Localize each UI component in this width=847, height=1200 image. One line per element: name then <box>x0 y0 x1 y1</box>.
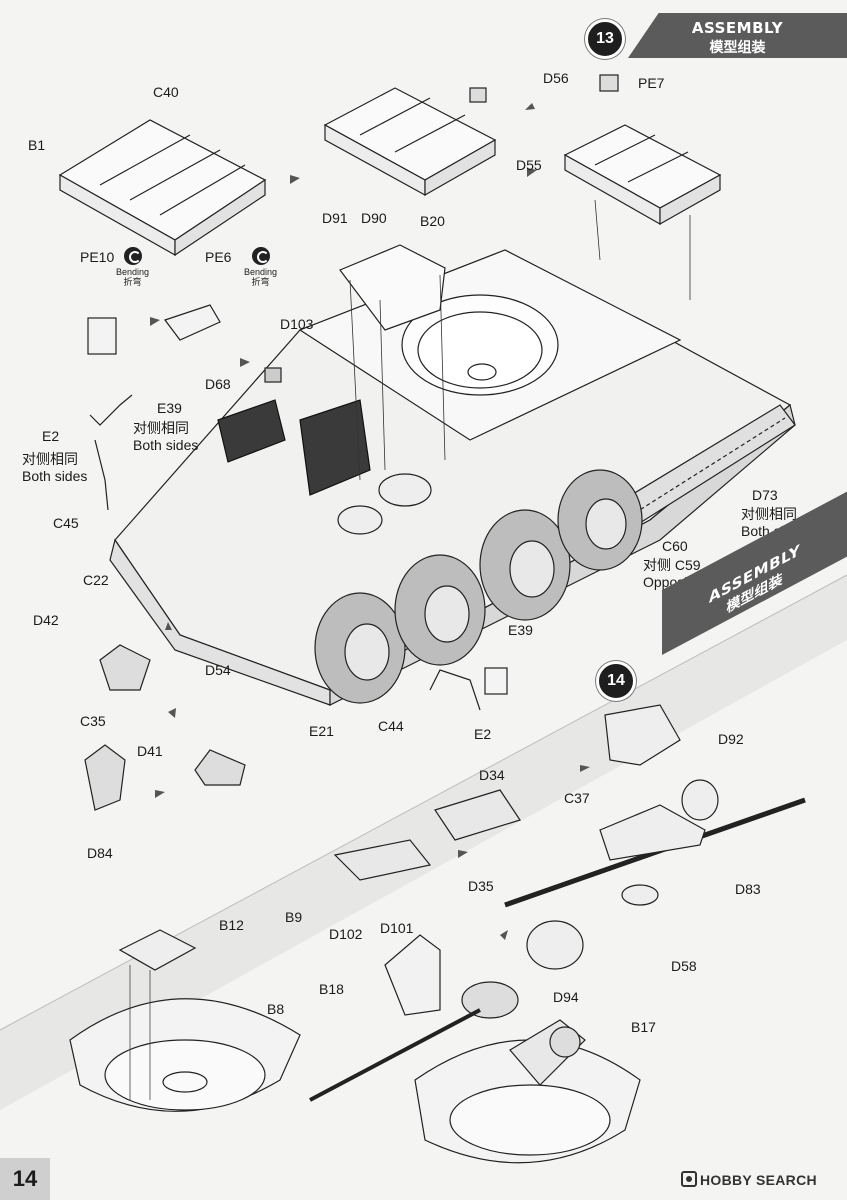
part-b18 <box>384 934 441 1016</box>
label-d91: D91 <box>322 210 348 226</box>
part-barrel-lower <box>309 1008 481 1102</box>
label-b18: B18 <box>319 981 344 997</box>
label-e2-lower: E2 <box>474 726 492 742</box>
watermark-text: HOBBY SEARCH <box>700 1172 817 1188</box>
bending-icon <box>251 247 270 265</box>
label-d90: D90 <box>361 210 387 226</box>
step13-banner-title: ASSEMBLY <box>691 19 784 37</box>
part-pe10 <box>87 317 117 355</box>
bending-label-cn: 折弯 <box>251 277 270 287</box>
part-d58 <box>621 884 659 906</box>
bending-icon <box>123 247 142 265</box>
label-b12: B12 <box>219 917 244 933</box>
step14-number: 14 <box>596 661 636 701</box>
part-d41 <box>194 749 246 786</box>
label-d55: D55 <box>516 157 542 173</box>
label-b8: B8 <box>267 1001 285 1017</box>
label-c40: C40 <box>153 84 179 100</box>
part-b17-turret <box>414 981 641 1164</box>
part-d92 <box>604 704 681 766</box>
label-d101: D101 <box>380 920 414 936</box>
hobbysearch-logo-icon <box>681 1171 697 1187</box>
label-b20: B20 <box>420 213 445 229</box>
label-d94: D94 <box>553 989 579 1005</box>
note-opposite-cn: 对侧 C59 <box>643 557 701 573</box>
step13-number: 13 <box>585 19 625 59</box>
label-c60: C60 <box>662 538 688 554</box>
label-d92: D92 <box>718 731 744 747</box>
label-d103: D103 <box>280 316 314 332</box>
label-pe6: PE6 <box>205 249 232 265</box>
label-c22: C22 <box>83 572 109 588</box>
note-both-sides-en: Both sides <box>133 437 199 453</box>
part-d68 <box>264 367 282 383</box>
part-d101-gun <box>333 839 432 881</box>
watermark: HOBBY SEARCH <box>681 1171 817 1188</box>
label-d58: D58 <box>671 958 697 974</box>
label-d34: D34 <box>479 767 505 783</box>
note-both-sides-e2: 对侧相同 Both sides <box>22 451 87 485</box>
part-tray-3 <box>563 74 722 226</box>
part-e39-lower <box>484 667 508 695</box>
label-d35: D35 <box>468 878 494 894</box>
label-pe10: PE10 <box>80 249 115 265</box>
bending-label: Bending <box>116 267 150 277</box>
part-d34 <box>434 789 521 841</box>
label-d68: D68 <box>205 376 231 392</box>
part-e2-handle <box>89 394 133 426</box>
label-e2: E2 <box>42 428 60 444</box>
label-c44: C44 <box>378 718 404 734</box>
part-b8-base <box>69 998 301 1112</box>
label-b9: B9 <box>285 909 303 925</box>
note-both-sides-e39: 对侧相同 Both sides <box>133 420 198 454</box>
bending-label-cn: 折弯 <box>123 277 142 287</box>
label-d84: D84 <box>87 845 113 861</box>
part-c40-tray <box>58 119 267 257</box>
label-d56: D56 <box>543 70 569 86</box>
part-gun-body <box>599 804 706 861</box>
label-c45: C45 <box>53 515 79 531</box>
label-d83: D83 <box>735 881 761 897</box>
note-both-sides-en: Both sides <box>22 468 88 484</box>
bending-note-pe6: Bending 折弯 <box>244 247 277 287</box>
part-c22 <box>99 644 151 691</box>
part-c44 <box>429 669 481 711</box>
label-d42: D42 <box>33 612 59 628</box>
step13-banner: ASSEMBLY 模型组装 <box>628 13 847 58</box>
part-c35 <box>84 744 126 811</box>
label-e21: E21 <box>309 723 334 739</box>
part-b20 <box>339 244 446 331</box>
part-c45-cable <box>94 439 109 511</box>
part-pe6 <box>164 304 221 341</box>
part-d94 <box>526 920 584 970</box>
label-d41: D41 <box>137 743 163 759</box>
bending-label: Bending <box>244 267 278 277</box>
label-pe7: PE7 <box>638 75 665 91</box>
part-tray-2 <box>323 87 497 197</box>
page-number: 14 <box>0 1158 50 1200</box>
note-both-sides-cn: 对侧相同 <box>22 451 78 467</box>
label-c35: C35 <box>80 713 106 729</box>
note-both-sides-cn: 对侧相同 <box>741 506 797 522</box>
label-d54: D54 <box>205 662 231 678</box>
step-divider-band <box>0 575 847 1110</box>
bending-note-pe10: Bending 折弯 <box>116 247 149 287</box>
step13-banner-subtitle: 模型组装 <box>709 40 766 56</box>
label-d73: D73 <box>752 487 778 503</box>
label-b17: B17 <box>631 1019 656 1035</box>
label-e39-lower: E39 <box>508 622 533 638</box>
note-both-sides-cn: 对侧相同 <box>133 420 189 436</box>
label-d102: D102 <box>329 926 363 942</box>
label-c37: C37 <box>564 790 590 806</box>
vehicle-wheels <box>314 469 643 704</box>
part-b12 <box>118 929 197 971</box>
label-b1: B1 <box>28 137 46 153</box>
label-e39: E39 <box>157 400 182 416</box>
